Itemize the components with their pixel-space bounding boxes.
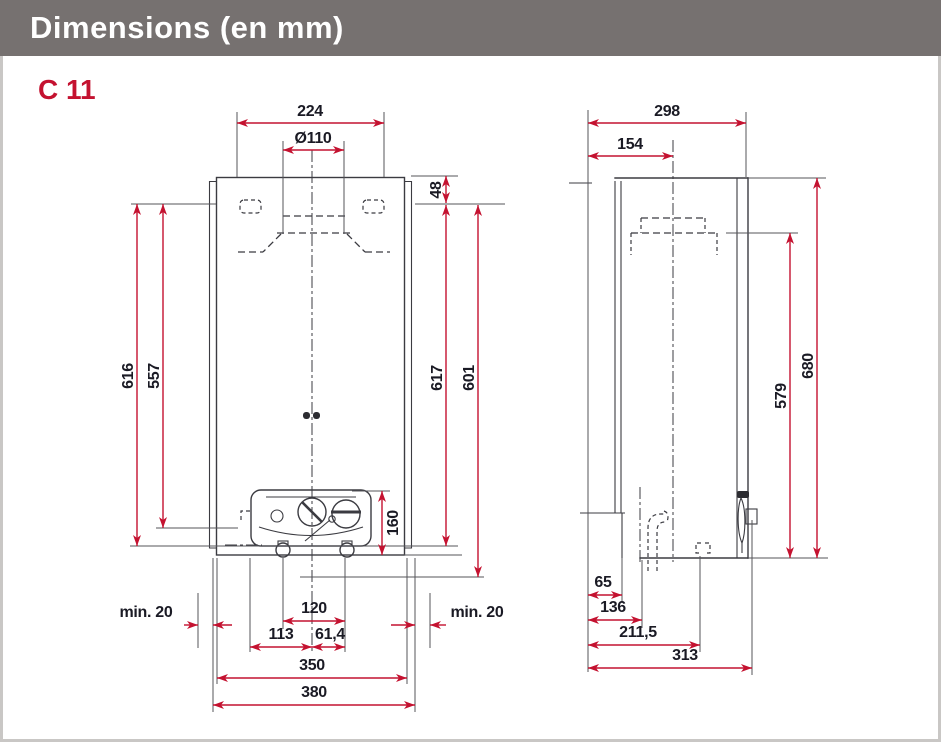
dim-front-offset-614: 61,4 (315, 626, 345, 643)
dim-side-offset-connection: 211,5 (619, 624, 657, 641)
dim-front-top-width: 224 (297, 103, 323, 120)
front-view-body-outline (208, 176, 413, 556)
dim-front-clearance-right: min. 20 (450, 604, 503, 621)
dim-side-overall-depth-top: 298 (654, 103, 680, 120)
dim-front-flue-diameter: Ø110 (294, 130, 331, 147)
dim-side-offset-wall: 65 (594, 574, 612, 591)
side-view-centerlines (639, 140, 674, 562)
dim-front-top-offset: 48 (428, 181, 445, 199)
side-view-body-outline (569, 177, 749, 559)
dim-side-back-height: 579 (773, 383, 790, 409)
dim-front-offset-113: 113 (269, 626, 294, 643)
pilot-window (270, 509, 284, 523)
center-mark (303, 412, 310, 419)
side-view-dashed-details (630, 217, 718, 571)
dim-front-right-inner-height: 617 (429, 365, 446, 391)
front-view-dimension-labels: 224 Ø110 48 616 557 617 601 160 min. 20 … (119, 103, 504, 701)
dim-side-overall-depth-bottom: 313 (672, 647, 698, 664)
side-view-extension-lines (587, 110, 828, 675)
dim-side-front-depth: 154 (617, 136, 643, 153)
center-mark (313, 412, 320, 419)
section-header: Dimensions (en mm) (0, 0, 941, 56)
control-panel (250, 489, 372, 547)
page-title: Dimensions (en mm) (30, 10, 344, 45)
dim-front-panel-height: 160 (385, 510, 402, 536)
dim-front-left-inner-height: 557 (146, 363, 163, 389)
front-view-extension-lines (130, 112, 505, 712)
side-view-drawing: 298 154 579 680 65 136 211,5 313 (569, 103, 828, 675)
temperature-knob (331, 499, 361, 529)
dim-front-right-outer-height: 601 (461, 365, 478, 391)
content-frame (0, 56, 941, 742)
dim-front-left-outer-height: 616 (120, 363, 137, 389)
side-view-dimension-labels: 298 154 579 680 65 136 211,5 313 (594, 103, 817, 664)
dim-front-overall-width: 380 (301, 684, 327, 701)
gas-knob (297, 497, 327, 527)
valve-handle (737, 491, 758, 553)
dim-front-connection-spacing: 120 (301, 600, 327, 617)
dim-front-clearance-left: min. 20 (119, 604, 172, 621)
dim-front-body-width: 350 (299, 657, 325, 674)
front-view-drawing: 224 Ø110 48 616 557 617 601 160 min. 20 … (119, 103, 505, 712)
front-view-dashed-details (238, 199, 390, 523)
model-label: C 11 (38, 74, 96, 105)
side-view-dimension-lines (588, 119, 821, 672)
dim-side-overall-height: 680 (800, 353, 817, 379)
dim-side-offset-pipe: 136 (600, 599, 626, 616)
front-view-dimension-lines (133, 119, 482, 709)
